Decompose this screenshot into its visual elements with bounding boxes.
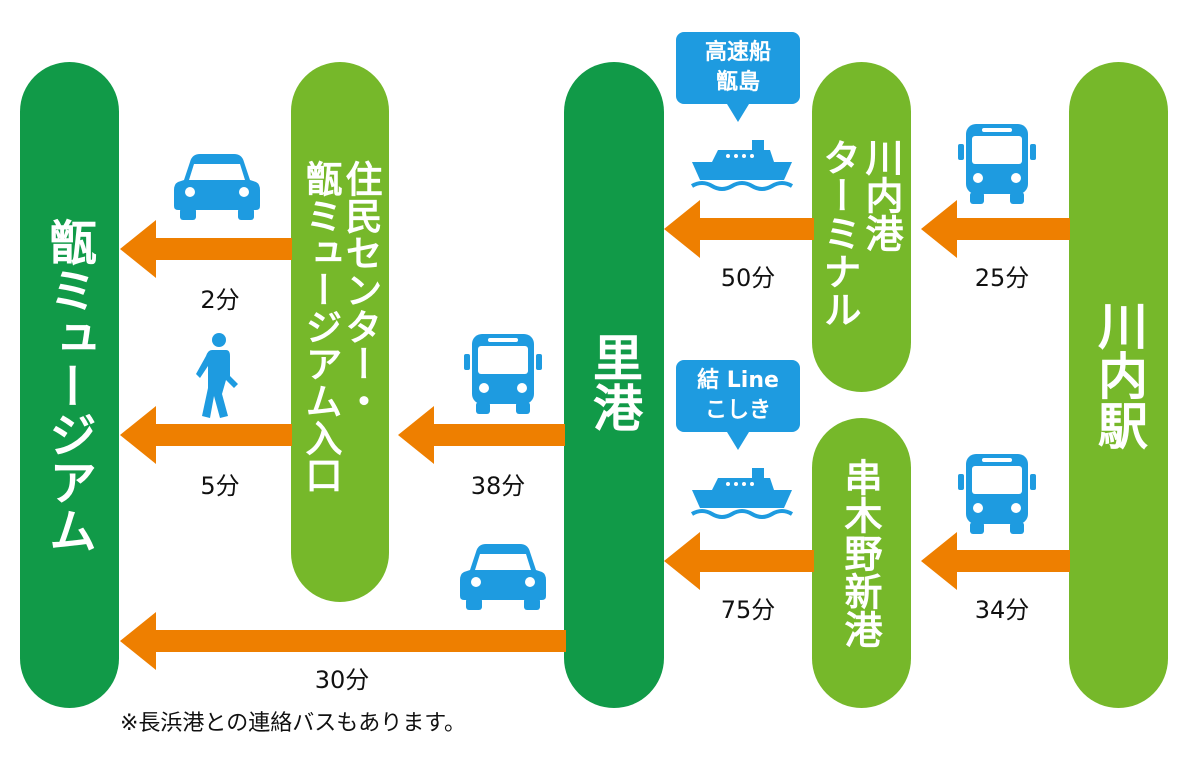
label-satoko: 里港 [585,332,643,432]
station-residents-center [291,62,389,602]
arrow-sato-museum [120,612,566,670]
callout-high-speed-ship: 高速船 甑島 [676,32,800,122]
time-ferry-terminal-sato: 50分 [720,264,776,292]
time-car-sato-museum: 30分 [314,666,370,694]
arrow-center-museum-walk [120,406,292,464]
bus-icon [958,454,1036,534]
time-bus-station-terminal: 25分 [974,264,1030,292]
callout-high-speed-ship-line1: 高速船 [704,40,771,65]
arrow-terminal-sato [664,200,814,258]
station-kushikino [812,418,911,708]
label-sendai-station: 川内駅 [1090,300,1148,450]
callout-line-ship: 結 Line こしき [676,360,800,450]
time-car-center-museum: 2分 [200,286,240,314]
station-koshiki-museum [20,62,119,708]
station-sendai-station [1069,62,1168,708]
ship-icon [690,468,794,519]
time-walk-center-museum: 5分 [200,472,240,500]
ship-icon [690,140,794,191]
label-sendai-terminal-1: 川内港 [859,138,903,252]
label-kushikino: 串木野新港 [838,458,882,648]
time-bus-sato-center: 38分 [470,472,526,500]
label-sendai-terminal-2: ターミナル [817,138,861,328]
station-sendai-terminal [812,62,911,392]
callout-line-ship-line1: 結 Line [697,368,779,393]
station-satoko [564,62,664,708]
arrow-station-terminal [921,200,1070,258]
bus-icon [958,124,1036,204]
car-icon [460,544,546,610]
arrow-kushikino-sato [664,532,814,590]
arrow-center-museum-car [120,220,292,278]
walking-person-icon [196,333,238,418]
callout-line-ship-line2: こしき [704,398,771,423]
bus-icon [464,334,542,414]
label-residents-center-1: 住民センター・ [339,160,382,419]
label-residents-center-2: 甑ミュージアム入口 [299,160,342,493]
footnote: ※長浜港との連絡バスもあります。 [120,711,467,736]
car-icon [174,154,260,220]
arrow-sato-center [398,406,565,464]
arrow-station-kushikino [921,532,1070,590]
label-koshiki-museum: 甑ミュージアム [40,218,96,554]
time-ferry-kushikino-sato: 75分 [720,596,776,624]
time-bus-station-kushikino: 34分 [974,596,1030,624]
callout-high-speed-ship-line2: 甑島 [715,70,760,95]
